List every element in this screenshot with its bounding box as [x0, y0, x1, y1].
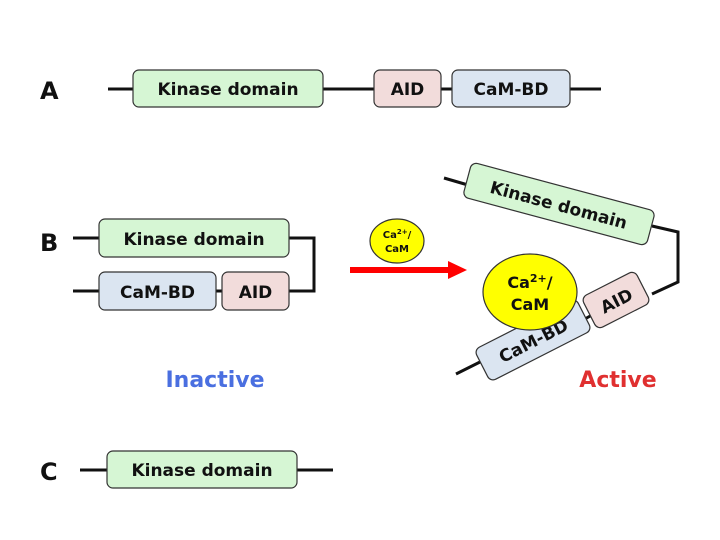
- row-b-label: B: [40, 229, 58, 257]
- activation-arrow-icon: [350, 261, 467, 279]
- active-label: Active: [579, 368, 656, 393]
- kinase-domain-box: [463, 162, 655, 246]
- cambd-domain-label: CaM-BD: [120, 283, 195, 303]
- inactive-label: Inactive: [165, 368, 264, 393]
- aid-domain-label: AID: [391, 80, 425, 100]
- calmodulin-ellipse: [369, 218, 425, 264]
- aid-domain-label: AID: [239, 283, 273, 303]
- active-state: Kinase domain CaM-BD AID Ca2+/ CaM Activ…: [443, 162, 680, 393]
- kinase-domain-label: Kinase domain: [131, 461, 272, 481]
- active-aid-domain: AID: [582, 271, 650, 329]
- row-c: C Kinase domain: [40, 450, 333, 489]
- free-calmodulin: Ca2+/ CaM: [369, 218, 425, 264]
- aid-domain-box: [373, 69, 442, 108]
- kinase-domain-label: Kinase domain: [157, 80, 298, 100]
- row-a-kinase-domain: Kinase domain: [132, 69, 324, 108]
- kinase-domain-box: [106, 450, 298, 489]
- arrow-shaft: [350, 267, 450, 273]
- cambd-domain-box: [98, 271, 217, 311]
- arrow-head: [448, 261, 467, 279]
- active-kinase-tail: [443, 176, 469, 187]
- row-b-inactive: B Kinase domain CaM-BD AID Inactive: [40, 218, 316, 393]
- row-c-label: C: [40, 458, 58, 486]
- calmodulin-label-line1: Ca2+/: [507, 272, 552, 292]
- active-kinase-domain: Kinase domain: [463, 162, 655, 246]
- row-b-cambd-domain: CaM-BD: [98, 271, 217, 311]
- row-b-aid-domain: AID: [221, 271, 290, 311]
- row-a-aid-domain: AID: [373, 69, 442, 108]
- kinase-domain-box: [98, 218, 290, 258]
- calmodulin-label-line2: CaM: [385, 244, 409, 255]
- row-a-cambd-domain: CaM-BD: [451, 69, 571, 108]
- bound-calmodulin: Ca2+/ CaM: [482, 253, 578, 331]
- row-c-kinase-domain: Kinase domain: [106, 450, 298, 489]
- calmodulin-ellipse: [482, 253, 578, 331]
- cambd-domain-label: CaM-BD: [474, 80, 549, 100]
- row-a: A Kinase domain AID CaM-BD: [40, 69, 601, 108]
- aid-domain-box: [582, 271, 650, 329]
- active-linker: [651, 224, 680, 296]
- activation-step: Ca2+/ CaM: [350, 218, 467, 279]
- calmodulin-label-line1: Ca2+/: [383, 228, 412, 241]
- active-cambd-tail: [455, 359, 483, 376]
- cambd-domain-box: [451, 69, 571, 108]
- row-a-label: A: [40, 77, 59, 105]
- kinase-domain-box: [132, 69, 324, 108]
- calmodulin-label-line2: CaM: [511, 295, 549, 314]
- aid-domain-box: [221, 271, 290, 311]
- row-b-kinase-domain: Kinase domain: [98, 218, 290, 258]
- kinase-domain-label: Kinase domain: [123, 230, 264, 250]
